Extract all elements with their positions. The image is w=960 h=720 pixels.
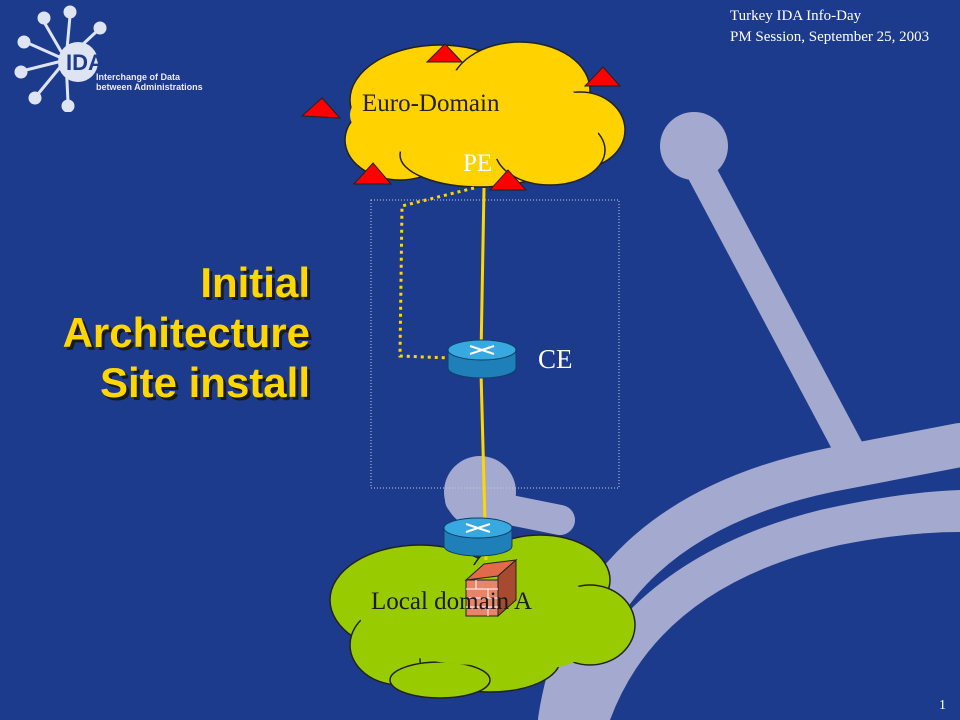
triangle-node — [583, 66, 622, 87]
firewall-icon — [464, 558, 518, 618]
triangle-node — [352, 162, 393, 185]
local-router-icon — [443, 517, 513, 557]
ida-logo-icon: IDA — [14, 5, 107, 112]
backup-dotted-link — [398, 186, 475, 360]
slide-title: Initial Architecture Site install — [20, 258, 310, 408]
title-line-1: Initial — [200, 259, 310, 306]
ce-router-icon — [447, 339, 517, 379]
site-boundary-box — [370, 199, 620, 489]
triangle-node — [488, 169, 528, 191]
logo-tagline: Interchange of Data between Administrati… — [96, 72, 203, 92]
pe-ce-link — [479, 187, 486, 356]
pe-label: PE — [463, 150, 493, 177]
svg-text:IDA: IDA — [66, 50, 104, 75]
page-number: 1 — [939, 698, 946, 713]
local-domain-label: Local domain A — [371, 588, 533, 615]
triangle-node — [425, 43, 464, 63]
header-session: PM Session, September 25, 2003 — [730, 29, 930, 45]
title-line-2: Architecture — [62, 309, 310, 356]
triangle-node — [300, 97, 342, 119]
ce-label: CE — [538, 344, 573, 374]
euro-domain-nodes — [300, 43, 622, 191]
header: Turkey IDA Info-Day PM Session, Septembe… — [642, 6, 942, 48]
title-line-3: Site install — [99, 359, 310, 406]
euro-domain-label: Euro-Domain — [362, 90, 500, 117]
header-event: Turkey IDA Info-Day — [730, 8, 862, 24]
